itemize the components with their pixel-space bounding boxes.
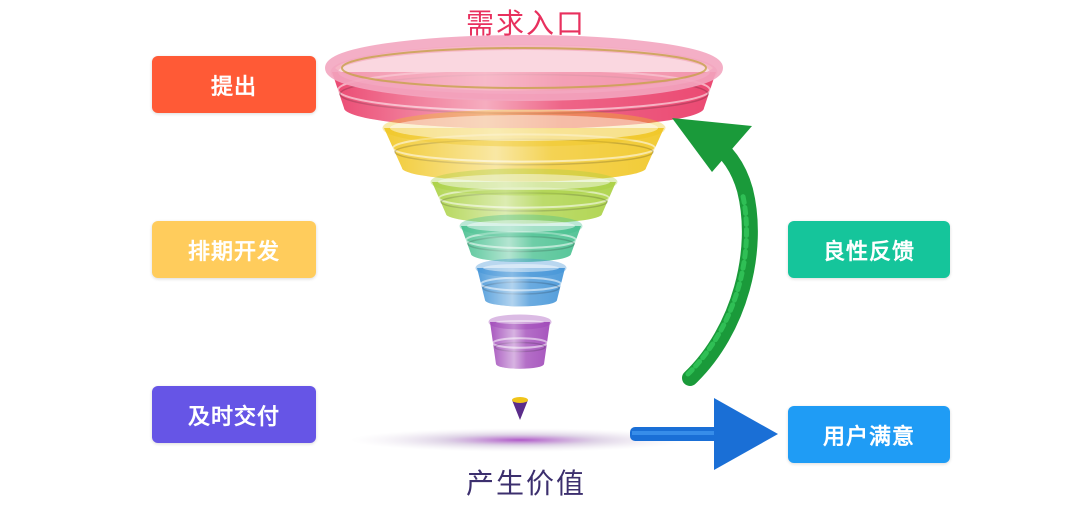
step-user-satisfied: 用户满意 — [788, 406, 950, 463]
floor-shadow — [350, 428, 690, 452]
bottom-caption: 产生价值 — [466, 467, 587, 500]
funnel-tip — [512, 400, 528, 420]
curved-arrow-up-icon — [672, 118, 758, 386]
funnel-top-rim — [325, 35, 723, 101]
funnel-layer — [382, 109, 666, 182]
top-caption: 需求入口 — [466, 7, 587, 40]
step-positive-feedback: 良性反馈 — [788, 221, 950, 278]
funnel-layer — [430, 168, 618, 224]
step-timely-delivery: 及时交付 — [152, 386, 316, 443]
funnel-layer — [475, 258, 567, 307]
funnel-top-rim-inner — [341, 47, 707, 89]
arrow-right-icon — [630, 398, 778, 470]
step-propose: 提出 — [152, 56, 316, 113]
funnel-layer — [488, 314, 552, 369]
funnel-layer — [459, 214, 583, 262]
funnel-tip-rim — [512, 397, 528, 403]
step-schedule-develop: 排期开发 — [152, 221, 316, 278]
funnel-icon — [325, 35, 723, 420]
